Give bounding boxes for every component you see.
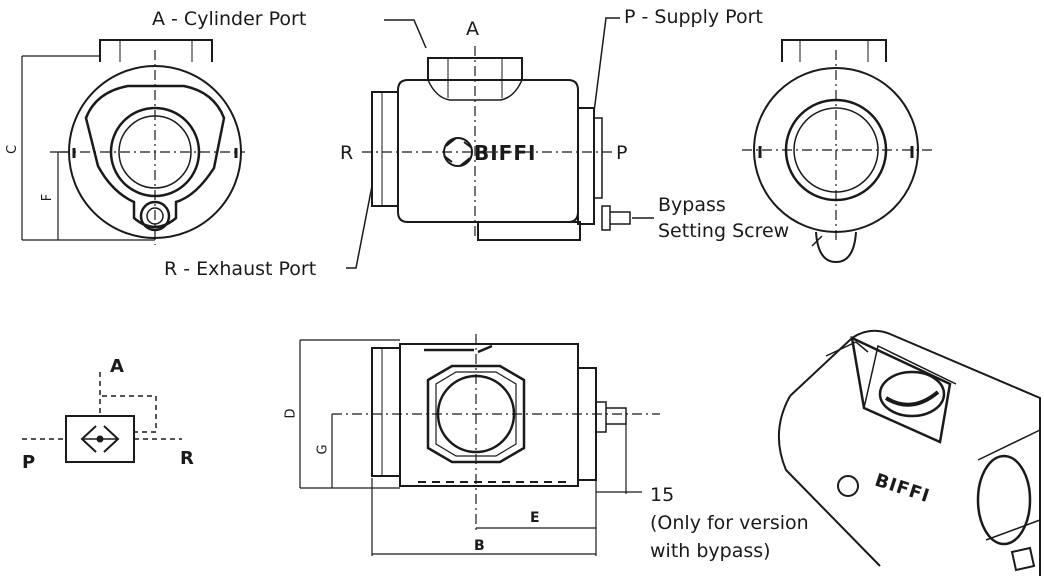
dim-f: F <box>40 193 56 202</box>
brand-logo-side: BIFFI <box>474 141 537 165</box>
cylinder-port-label: A - Cylinder Port <box>152 8 307 30</box>
pneumatic-symbol <box>65 415 135 463</box>
note-line1: (Only for version <box>650 512 809 534</box>
bypass-label-line2: Setting Screw <box>658 220 790 242</box>
rear-center-lines <box>742 50 934 244</box>
front-dimension-lines <box>21 55 155 241</box>
side-view <box>371 57 631 241</box>
dim-e: E <box>530 510 540 526</box>
note-value: 15 <box>650 484 675 506</box>
leader-lines <box>346 17 823 269</box>
port-letter-p: P <box>616 142 628 164</box>
isometric-view <box>777 329 1041 576</box>
dim-c: C <box>5 144 21 155</box>
bottom-dimension-lines <box>299 339 642 556</box>
bypass-label-line1: Bypass <box>658 194 726 216</box>
port-letter-r: R <box>340 142 354 164</box>
symbol-dashed-lines <box>22 372 182 440</box>
symbol-letter-a: A <box>110 356 124 377</box>
dim-b: B <box>474 538 485 554</box>
front-center-lines <box>60 50 245 245</box>
note-line2: with bypass) <box>650 540 771 562</box>
exhaust-port-label: R - Exhaust Port <box>164 258 317 280</box>
side-center-lines <box>362 46 612 236</box>
bottom-view <box>371 343 627 487</box>
symbol-letter-r: R <box>180 448 194 469</box>
dim-g: G <box>315 444 331 455</box>
symbol-letter-p: P <box>22 452 36 473</box>
port-letter-a: A <box>466 18 479 40</box>
bottom-center-lines <box>332 334 660 530</box>
supply-port-label: P - Supply Port <box>624 6 763 28</box>
dim-d: D <box>283 408 299 419</box>
